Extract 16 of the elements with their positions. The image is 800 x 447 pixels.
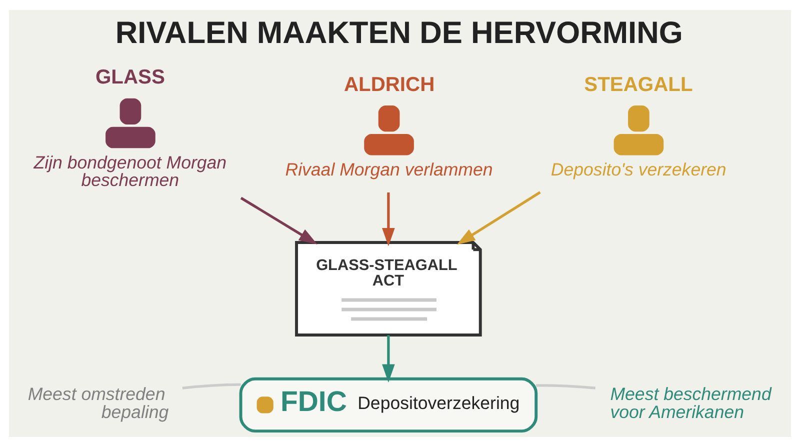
arrow [382,192,395,246]
diagram-title: RIVALEN MAAKTEN DE HERVORMING [115,14,683,50]
arrow [382,335,395,383]
connector [536,384,596,390]
node-text: Meest beschermend voor Amerikanen [610,384,772,422]
node-label: ALDRICH [344,74,435,96]
node-text: Meest omstreden bepaling [28,384,169,422]
node-label: Zijn bondgenoot Morgan beschermen [34,152,227,190]
connector [182,383,241,390]
node-label: GLASS [95,66,165,89]
node-label: STEAGALL [584,74,693,96]
node-label: Deposito's verzekeren [550,159,726,180]
arrow [456,191,541,245]
node-label: Rivaal Morgan verlammen [285,159,493,180]
node-box: FDIC Depositoverzekering [239,377,538,433]
arrow [240,196,318,244]
